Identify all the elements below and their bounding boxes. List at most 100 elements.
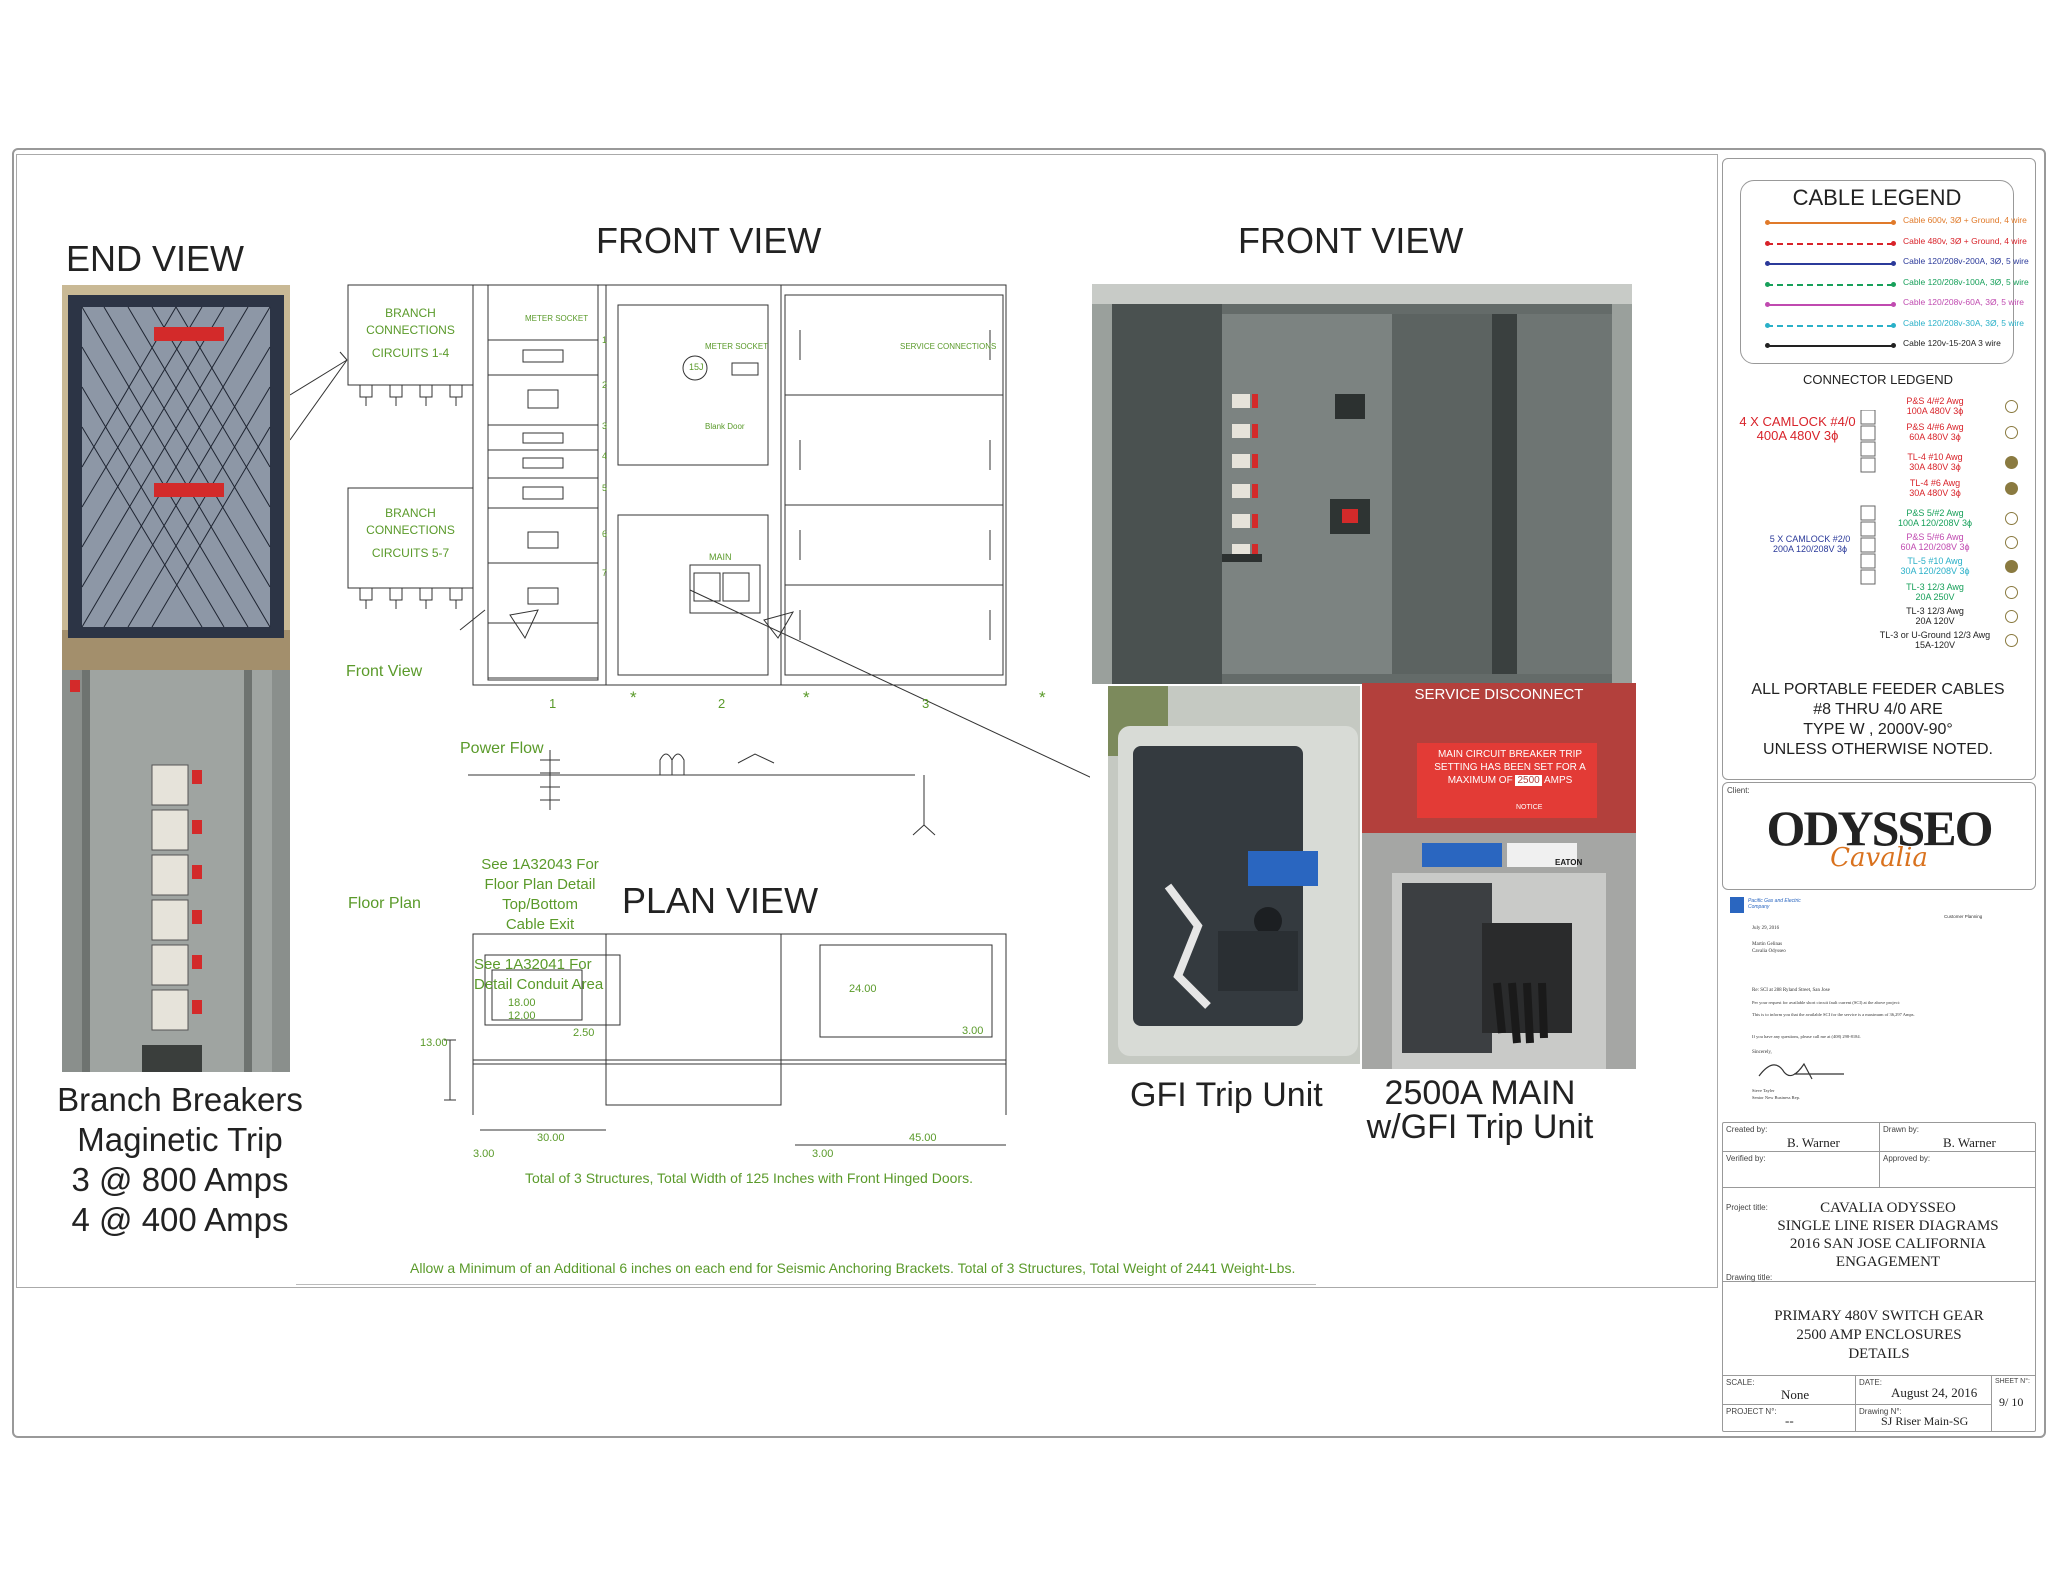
connector-item-rating: 60A 480V 3ϕ <box>1909 432 1961 442</box>
letter-body-3: If you have any questions, please call m… <box>1752 1034 1861 1039</box>
cable-legend-row: Cable 120v-15-20A 3 wire <box>1741 338 2041 354</box>
sheet-border <box>12 148 2046 1438</box>
cable-legend-title: CABLE LEGEND <box>1792 185 1962 210</box>
connector-item-type: TL-5 #10 Awg <box>1907 556 1963 566</box>
connector-item-type: TL-3 12/3 Awg <box>1906 582 1964 592</box>
letter-title: Senior New Business Rep. <box>1752 1095 1800 1100</box>
dim-24: 24.00 <box>849 983 877 995</box>
connector-item-rating: 15A-120V <box>1914 640 1956 650</box>
front-view-label: Front View <box>346 663 423 680</box>
cable-legend-row: Cable 120/208v-100A, 3Ø, 5 wire <box>1741 277 2041 293</box>
letter-name: Steve Tayler <box>1752 1088 1775 1093</box>
drawing-title-line-2: 2500 AMP ENCLOSURES <box>1796 1327 1962 1343</box>
project-title-line-4: ENGAGEMENT <box>1835 1254 1941 1270</box>
drawing-title-line-1: PRIMARY 480V SWITCH GEAR <box>1774 1308 1984 1324</box>
cable-legend-row: Cable 600v, 3Ø + Ground, 4 wire <box>1741 215 2041 231</box>
date-label: DATE: <box>1859 1378 1882 1387</box>
camlock-5-line-1: 5 X CAMLOCK #2/0 <box>1769 534 1851 544</box>
connector-item-type: TL-4 #10 Awg <box>1907 452 1963 462</box>
connector-symbol-icon <box>2005 536 2018 549</box>
cable-legend-dot <box>1765 343 1770 348</box>
connector-symbol-icon <box>2005 482 2018 495</box>
main-cb-amps: 2500 <box>1515 775 1542 786</box>
main-cb-line-1: MAIN CIRCUIT BREAKER TRIP <box>1437 749 1583 760</box>
connector-item-type: P&S 5/#2 Awg <box>1906 508 1964 518</box>
note-1a32041: See 1A32041 For Detail Conduit Area <box>474 955 603 995</box>
cable-legend-dot <box>1765 322 1770 328</box>
end-view-photo <box>62 285 290 670</box>
dim-45: 45.00 <box>909 1132 937 1144</box>
branch-breakers-photo <box>62 670 290 1072</box>
feeder-note-line-1: ALL PORTABLE FEEDER CABLES <box>1751 681 2005 698</box>
note-1a32041-line-1: See 1A32041 For <box>474 956 592 973</box>
drawn-by-label: Drawn by: <box>1883 1125 1920 1134</box>
created-by-label: Created by: <box>1726 1125 1768 1134</box>
branch-caption-line-4: 4 @ 400 Amps <box>71 1201 289 1238</box>
cable-legend-row: Cable 120/208v-200A, 3Ø, 5 wire <box>1741 256 2041 272</box>
connector-item-type: P&S 4/#6 Awg <box>1906 422 1964 432</box>
main-caption-line-2: w/GFI Trip Unit <box>1366 1108 1594 1146</box>
joint-star-2: * <box>803 688 810 707</box>
cable-legend-text: Cable 120/208v-100A, 3Ø, 5 wire <box>1903 276 2029 287</box>
cable-legend-line <box>1767 304 1893 306</box>
letter-recipient: Martin Gelinas <box>1752 942 1783 947</box>
cable-legend-dot <box>1765 220 1770 225</box>
cable-legend-row: Cable 120/208v-60A, 3Ø, 5 wire <box>1741 297 2041 313</box>
scale-label: SCALE: <box>1726 1378 1755 1387</box>
meter-socket-label-2: METER SOCKET <box>705 342 769 351</box>
joint-star-1: * <box>630 688 637 707</box>
branch-caption-line-2: Maginetic Trip <box>77 1121 283 1158</box>
seismic-note-rule <box>296 1284 1316 1285</box>
switchgear-drawing <box>290 284 1090 1146</box>
branch-caption-line-1: Branch Breakers <box>57 1081 303 1118</box>
cable-legend-dot <box>1765 281 1770 287</box>
camlock-5-line-2: 200A 120/208V 3ϕ <box>1772 544 1848 554</box>
structure-2-label: 2 <box>718 696 726 711</box>
branch-a-line-2: CONNECTIONS <box>366 323 455 337</box>
cable-legend-text: Cable 120/208v-30A, 3Ø, 5 wire <box>1903 317 2024 328</box>
cable-legend-text: Cable 120/208v-200A, 3Ø, 5 wire <box>1903 256 2029 266</box>
scale-value: None <box>1781 1387 1810 1402</box>
note-1a32043-line-3: Top/Bottom <box>502 896 578 913</box>
dim-18: 18.00 <box>508 997 536 1009</box>
project-title-line-1: CAVALIA ODYSSEO <box>1820 1200 1956 1216</box>
client-box: Client: ODYSSEO Cavalia <box>1722 782 2036 890</box>
branch-a-line-3: CIRCUITS 1-4 <box>371 346 450 360</box>
dim-3-left: 3.00 <box>473 1148 495 1160</box>
title-block-divider <box>1879 1123 1880 1151</box>
cable-legend-line <box>1767 242 1893 245</box>
gfi-trip-unit-photo <box>1108 686 1360 1064</box>
title-block-divider <box>1879 1151 1880 1187</box>
feeder-cable-note: ALL PORTABLE FEEDER CABLES #8 THRU 4/0 A… <box>1722 680 2034 760</box>
connector-symbol-icon <box>2005 634 2018 647</box>
letter-body-2: This is to inform you that the available… <box>1752 1012 1915 1017</box>
approved-by-label: Approved by: <box>1883 1154 1931 1163</box>
meter-socket-label-1: METER SOCKET <box>525 314 589 323</box>
cable-legend-line <box>1767 263 1893 265</box>
project-no-value: -- <box>1785 1413 1794 1428</box>
connector-item-rating: 100A 480V 3ϕ <box>1906 406 1964 416</box>
cable-legend-text: Cable 480v, 3Ø + Ground, 4 wire <box>1903 235 2027 246</box>
branch-b-line-1: BRANCH <box>385 506 436 520</box>
main-cb-line-3a: MAXIMUM OF <box>1447 775 1513 786</box>
cable-legend-dot <box>1765 240 1770 246</box>
front-view-photo-heading: FRONT VIEW <box>1238 220 1464 261</box>
main-breaker-photo <box>1362 683 1636 1069</box>
project-title: CAVALIA ODYSSEO SINGLE LINE RISER DIAGRA… <box>1743 1199 2033 1271</box>
floor-plan-label: Floor Plan <box>348 895 421 912</box>
connector-symbol-icon <box>2005 512 2018 525</box>
cable-legend-text: Cable 120v-15-20A 3 wire <box>1903 338 2001 348</box>
gfi-caption: GFI Trip Unit <box>1130 1076 1323 1114</box>
connector-symbol-icon <box>2005 426 2018 439</box>
dim-30: 30.00 <box>537 1132 565 1144</box>
letter-body-1: Per your request for available short cir… <box>1752 1000 1901 1005</box>
project-no-label: PROJECT N°: <box>1726 1407 1777 1416</box>
dim-3-right: 3.00 <box>962 1025 984 1037</box>
